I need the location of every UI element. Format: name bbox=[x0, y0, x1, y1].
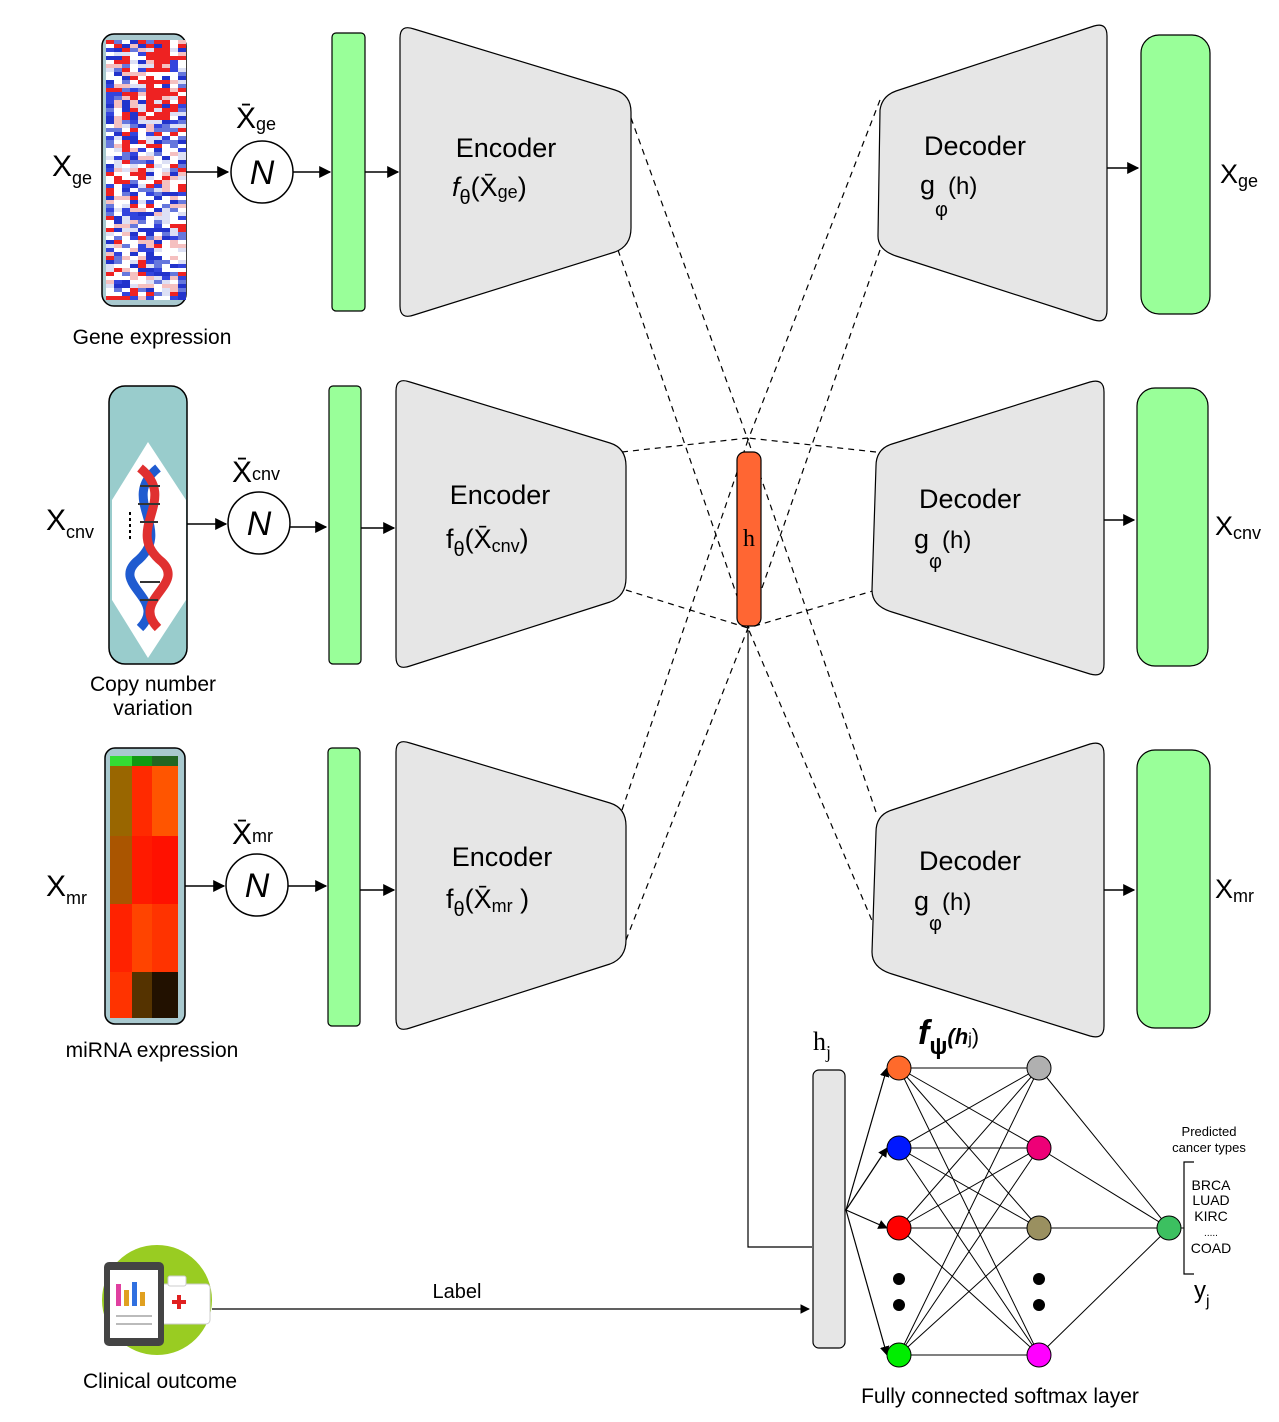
input-x-mr: Xmr bbox=[46, 870, 87, 908]
hj-to-layer1-arrow bbox=[845, 1209, 888, 1229]
dashed-connectors bbox=[617, 99, 881, 941]
encoder-mr-title: Encoder bbox=[452, 842, 553, 872]
input-layer-ge bbox=[331, 32, 366, 312]
layer1-to-layer2-edge bbox=[898, 1067, 1040, 1356]
classifier-edges bbox=[845, 1067, 1184, 1356]
encoder-mr bbox=[395, 741, 627, 1030]
output-layer-ge bbox=[1140, 34, 1211, 315]
output-node bbox=[1156, 1215, 1182, 1241]
classifier-nodes bbox=[886, 1055, 1182, 1368]
encoder-cnv bbox=[395, 380, 627, 668]
layer2-to-output-edge bbox=[1038, 1067, 1170, 1229]
svg-text:N: N bbox=[247, 505, 272, 543]
decoder-cnv-fn: gφ(h) bbox=[914, 524, 971, 573]
classifier-caption: Fully connected softmax layer bbox=[861, 1385, 1139, 1408]
hj-to-layer1-arrow bbox=[845, 1147, 888, 1211]
encoder-mr-fn: fθ(X̄mr ) bbox=[446, 884, 529, 921]
layer1-to-layer2-edge bbox=[898, 1067, 1040, 1149]
input-layer-mr bbox=[327, 747, 361, 1027]
latent-label: h bbox=[743, 526, 755, 552]
clinical-outcome-caption: Clinical outcome bbox=[83, 1370, 237, 1393]
layer2-to-output-edge bbox=[1038, 1227, 1170, 1356]
layer1-node bbox=[886, 1215, 912, 1241]
normalization-node-cnv: N bbox=[227, 491, 291, 555]
encoder-ge-fn: fθ(X̄ge) bbox=[452, 172, 527, 209]
output-layer-cnv bbox=[1136, 387, 1209, 667]
layer2-node bbox=[1026, 1215, 1052, 1241]
mirna-heatmap bbox=[104, 747, 186, 1025]
cancer-type-item: KIRC bbox=[1194, 1208, 1227, 1224]
cnv-caption-line2: variation bbox=[113, 697, 192, 720]
cancer-types-bracket bbox=[1183, 1161, 1194, 1275]
encoder-ge-title: Encoder bbox=[456, 133, 557, 163]
output-x-ge: Xge bbox=[1220, 159, 1258, 191]
layer2-node bbox=[1026, 1135, 1052, 1161]
gene-expression-heatmap bbox=[101, 33, 187, 307]
latent-to-classifier-line bbox=[747, 630, 812, 1248]
normalized-x-mr: X̄mr bbox=[232, 818, 273, 851]
layer2-ellipsis bbox=[1033, 1273, 1045, 1311]
layer2-node bbox=[1026, 1342, 1052, 1368]
cancer-type-item: COAD bbox=[1191, 1240, 1231, 1256]
encoder-cnv-title: Encoder bbox=[450, 480, 551, 510]
hj-label: hj bbox=[813, 1027, 831, 1062]
layer1-node bbox=[886, 1135, 912, 1161]
decoder-ge-title: Decoder bbox=[924, 131, 1026, 161]
cancer-type-item: ..... bbox=[1204, 1228, 1218, 1239]
normalization-node-mr: N bbox=[225, 853, 289, 917]
output-layer-mr bbox=[1136, 749, 1211, 1029]
label-edge-text: Label bbox=[433, 1281, 482, 1303]
cnv-caption-line1: Copy number bbox=[90, 673, 216, 696]
svg-text:N: N bbox=[245, 867, 270, 905]
input-layer-cnv bbox=[328, 385, 362, 665]
layer1-node bbox=[886, 1342, 912, 1368]
svg-text:N: N bbox=[250, 154, 275, 192]
decoder-mr-fn: gφ(h) bbox=[914, 886, 971, 935]
latent-representation bbox=[736, 451, 762, 627]
input-x-ge: Xge bbox=[52, 150, 92, 188]
layer1-to-layer2-edge bbox=[898, 1147, 1040, 1356]
hj-to-layer1-arrow bbox=[845, 1067, 890, 1211]
output-x-cnv: Xcnv bbox=[1215, 511, 1261, 543]
layer2-node bbox=[1026, 1055, 1052, 1081]
predicted-header-line1: Predicted bbox=[1182, 1124, 1237, 1139]
layer1-ellipsis bbox=[893, 1273, 905, 1311]
mirna-caption: miRNA expression bbox=[66, 1039, 239, 1062]
classifier-fn-label: fψ(hj) bbox=[918, 1014, 979, 1060]
predicted-header-line2: cancer types bbox=[1172, 1140, 1246, 1155]
decoder-cnv-title: Decoder bbox=[919, 484, 1021, 514]
cancer-type-item: LUAD bbox=[1192, 1192, 1229, 1208]
decoder-mr-title: Decoder bbox=[919, 846, 1021, 876]
cancer-type-item: BRCA bbox=[1192, 1177, 1232, 1193]
hj-to-layer1-arrow bbox=[845, 1209, 890, 1356]
encoder-cnv-fn: fθ(X̄cnv) bbox=[446, 524, 529, 561]
normalized-x-ge: X̄ge bbox=[236, 102, 276, 135]
layer1-to-layer2-edge bbox=[898, 1227, 1040, 1356]
normalized-x-cnv: X̄cnv bbox=[232, 456, 280, 489]
yj-label: yj bbox=[1194, 1277, 1210, 1310]
decoder-ge bbox=[877, 24, 1108, 322]
layer1-to-layer2-edge bbox=[898, 1147, 1040, 1229]
clinical-outcome-icon bbox=[102, 1245, 212, 1355]
decoder-mr bbox=[871, 742, 1105, 1038]
layer2-to-output-edge bbox=[1038, 1147, 1170, 1229]
normalization-node-ge: N bbox=[230, 140, 294, 204]
encoder-ge bbox=[399, 27, 632, 317]
output-x-mr: Xmr bbox=[1215, 874, 1254, 906]
dna-copy-number-icon bbox=[108, 385, 188, 665]
decoder-cnv bbox=[871, 380, 1105, 676]
classifier-input-hj bbox=[812, 1069, 846, 1349]
input-x-cnv: Xcnv bbox=[46, 504, 94, 542]
decoder-ge-fn: gφ(h) bbox=[920, 170, 977, 221]
layer1-node bbox=[886, 1055, 912, 1081]
gene-expression-caption: Gene expression bbox=[73, 326, 232, 349]
layer1-to-layer2-edge bbox=[898, 1067, 1040, 1229]
